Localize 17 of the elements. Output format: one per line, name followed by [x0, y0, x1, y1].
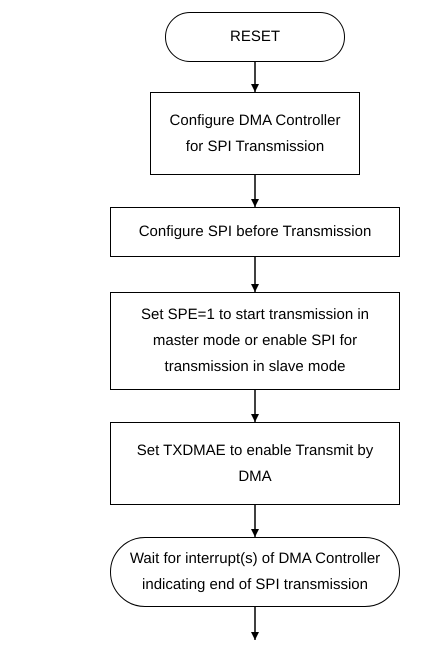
- arrow: [251, 390, 259, 422]
- terminal-shape: [165, 12, 345, 62]
- node-text: Wait for interrupt(s) of DMA Controller indicating end of SPI transmission: [128, 549, 382, 595]
- arrow: [251, 607, 259, 640]
- process-box: [110, 207, 400, 257]
- arrow: [251, 175, 259, 207]
- arrow: [251, 505, 259, 537]
- node-text: Configure DMA Controller for SPI Transmission: [168, 110, 342, 156]
- process-box: [150, 92, 360, 175]
- node-text: Set TXDMAE to enable Transmit by DMA: [136, 440, 374, 486]
- arrow: [251, 257, 259, 292]
- process-box: [110, 422, 400, 505]
- node-text: Set SPE=1 to start transmission in master mode or enable SPI for transmission in slave mode: [140, 305, 370, 377]
- node-text: RESET: [230, 27, 280, 47]
- arrow: [251, 62, 259, 92]
- process-box: [110, 292, 400, 390]
- node-text: Configure SPI before Transmission: [138, 222, 372, 242]
